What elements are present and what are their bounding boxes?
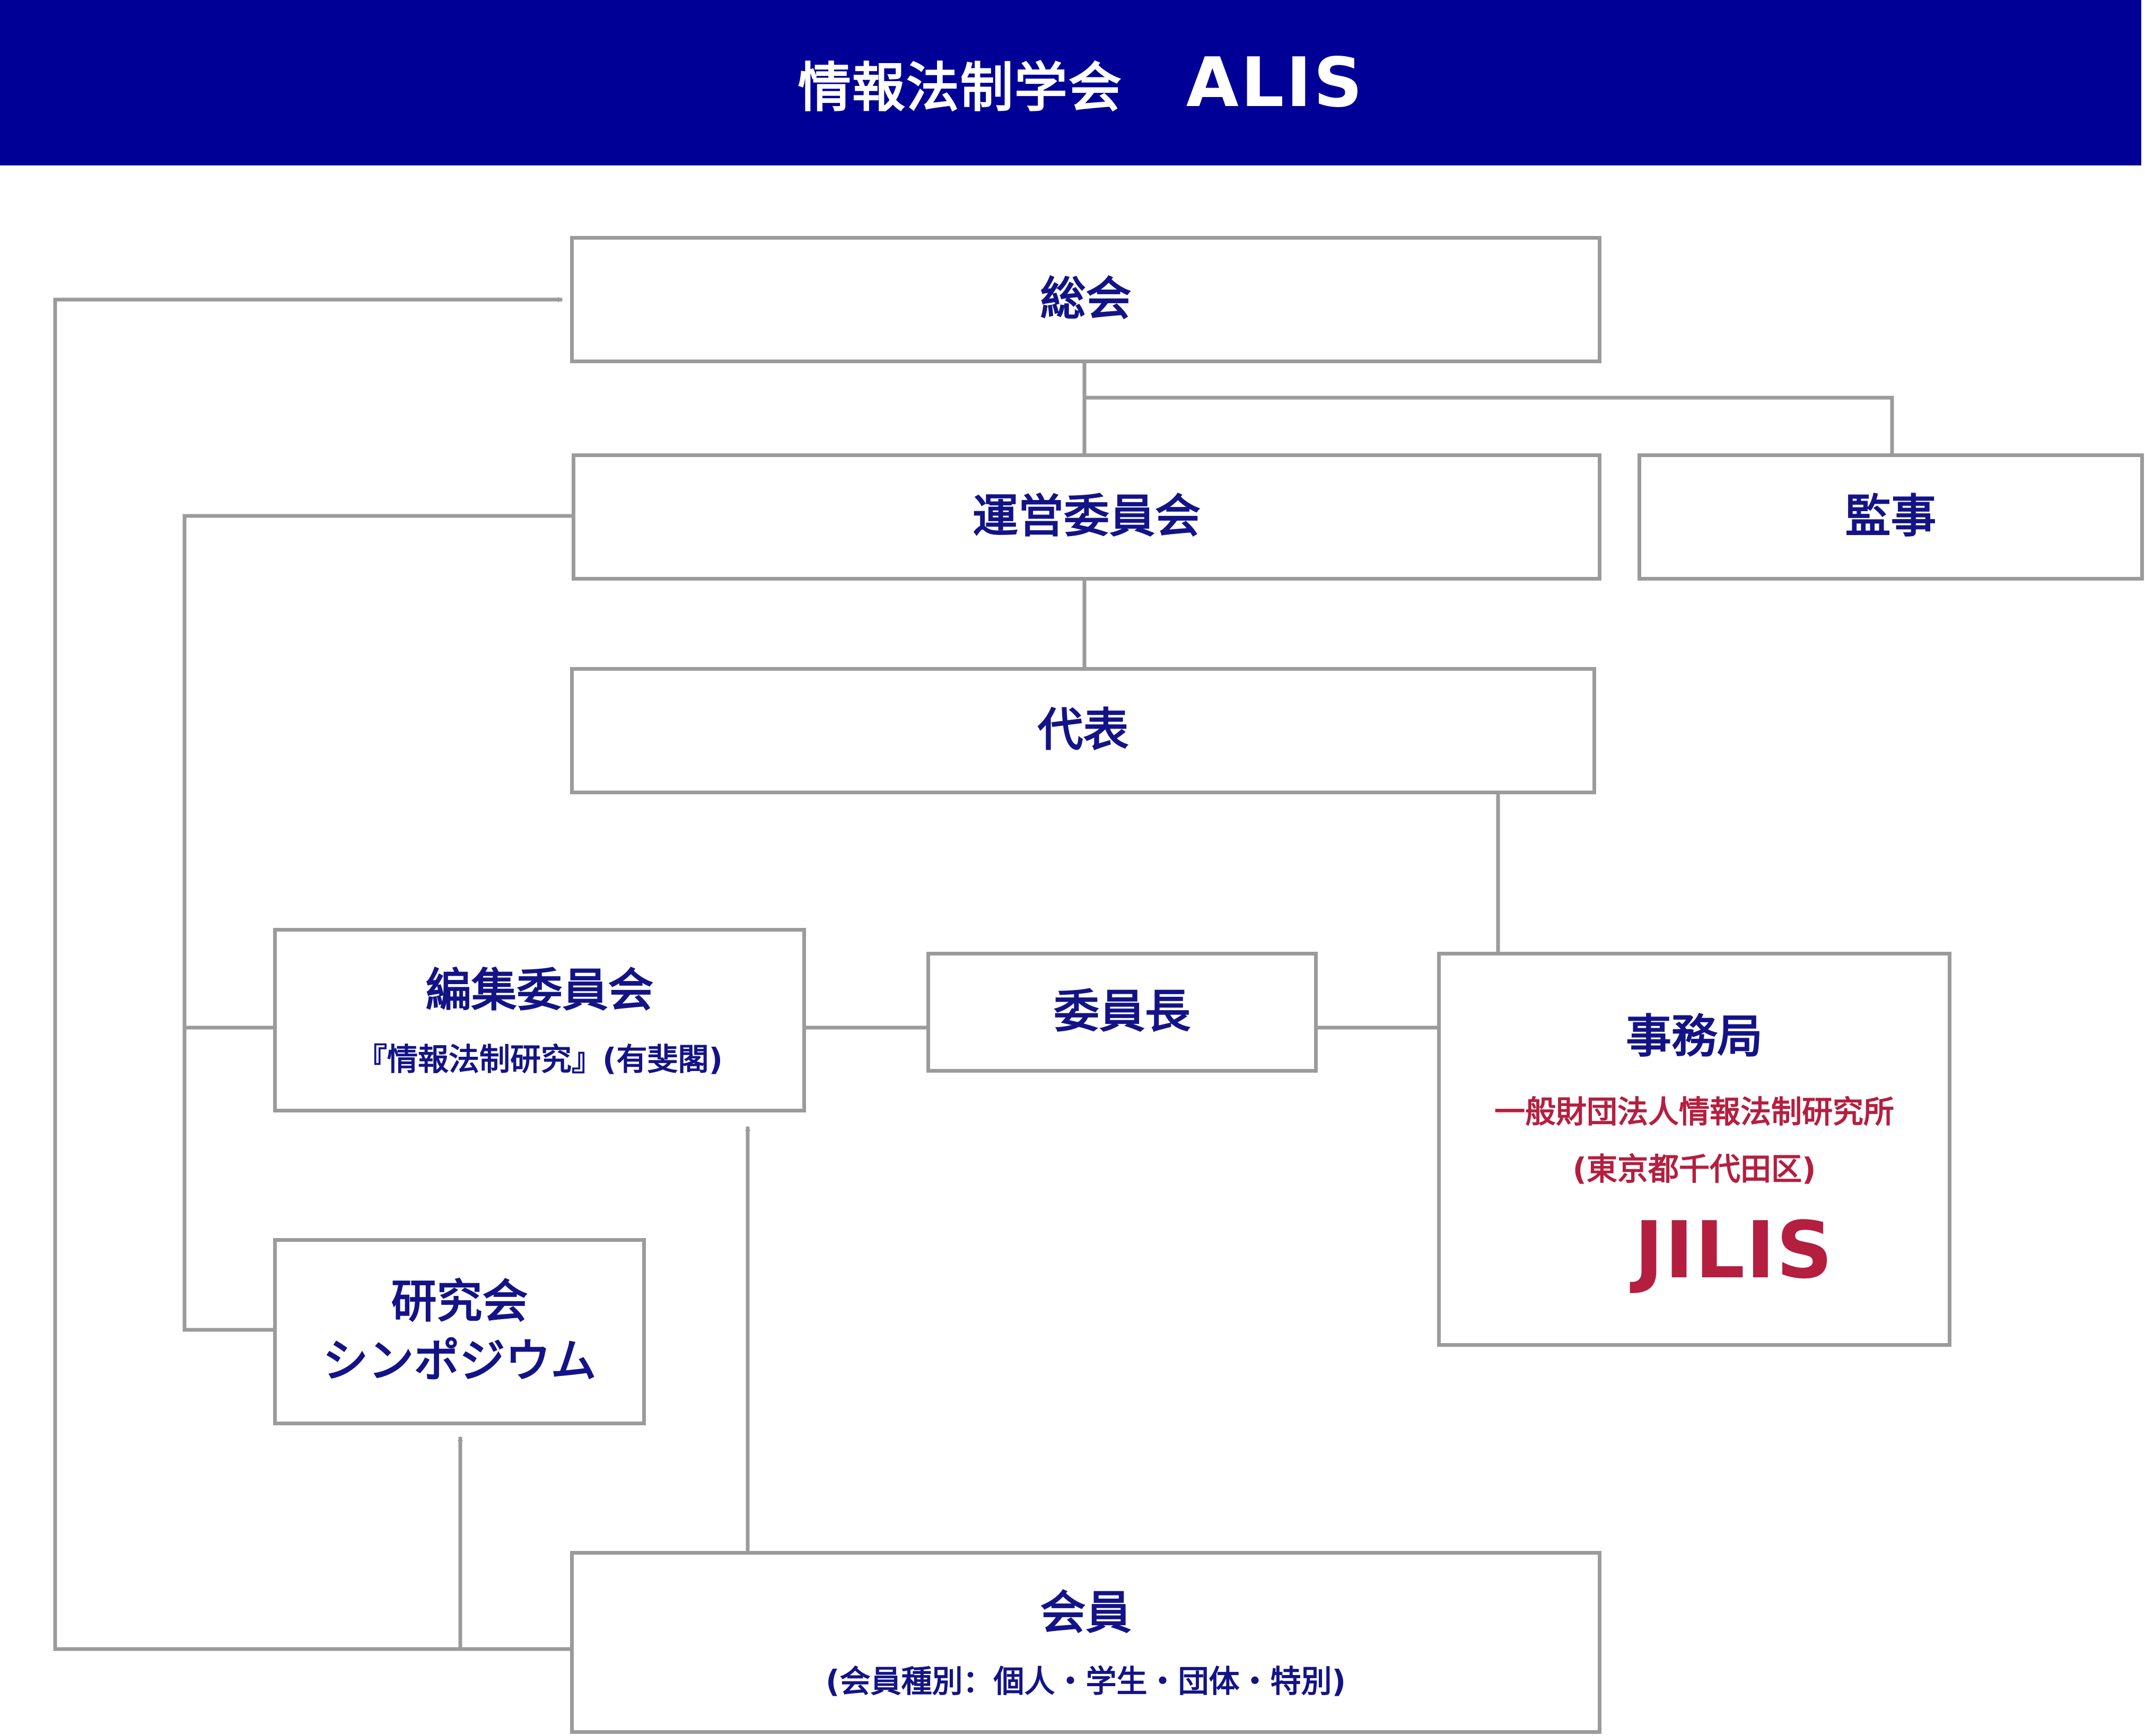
research-label: 研究会 bbox=[391, 1275, 528, 1328]
representative-label: 代表 bbox=[1037, 704, 1129, 757]
chairperson-label: 委員長 bbox=[1054, 985, 1190, 1039]
editorial-journal-text: 『情報法制研究』(有斐閣) bbox=[356, 1041, 723, 1077]
general-assembly-box: 総会 bbox=[570, 236, 1601, 363]
header-title-group: 情報法制学会 ALIS bbox=[798, 43, 1364, 122]
research-box: 研究会 シンポジウム bbox=[273, 1238, 646, 1425]
symposium-label: シンポジウム bbox=[322, 1334, 597, 1388]
arrow-members-assembly bbox=[53, 297, 572, 1651]
secretariat-label: 事務局 bbox=[1626, 1010, 1763, 1063]
header-abbr: ALIS bbox=[1186, 43, 1365, 122]
secretariat-box: 事務局 一般財団法人情報法制研究所 (東京都千代田区) JILIS bbox=[1437, 952, 1951, 1347]
members-box: 会員 (会員種別：個人・学生・団体・特別) bbox=[570, 1551, 1601, 1734]
general-assembly-label: 総会 bbox=[1040, 273, 1132, 326]
steering-committee-label: 運営委員会 bbox=[973, 490, 1201, 543]
members-types-text: (会員種別：個人・学生・団体・特別) bbox=[825, 1663, 1346, 1700]
line-steering-bracket bbox=[182, 514, 573, 1332]
header-title: 情報法制学会 bbox=[798, 56, 1123, 119]
representative-box: 代表 bbox=[570, 667, 1596, 794]
header-bar: 情報法制学会 ALIS bbox=[0, 0, 2141, 165]
auditor-label: 監事 bbox=[1845, 490, 1937, 543]
chairperson-box: 委員長 bbox=[926, 952, 1318, 1073]
line-assembly-auditor bbox=[1084, 396, 1894, 453]
editorial-committee-label: 編集委員会 bbox=[425, 964, 654, 1018]
secretariat-location: (東京都千代田区) bbox=[1572, 1151, 1816, 1187]
steering-committee-box: 運営委員会 bbox=[572, 453, 1601, 581]
auditor-box: 監事 bbox=[1638, 453, 2144, 581]
secretariat-org-name: 一般財団法人情報法制研究所 bbox=[1494, 1093, 1894, 1130]
editorial-committee-box: 編集委員会 『情報法制研究』(有斐閣) bbox=[273, 928, 806, 1112]
jilis-logo: JILIS bbox=[1634, 1204, 1834, 1296]
members-label: 会員 bbox=[1040, 1586, 1132, 1639]
